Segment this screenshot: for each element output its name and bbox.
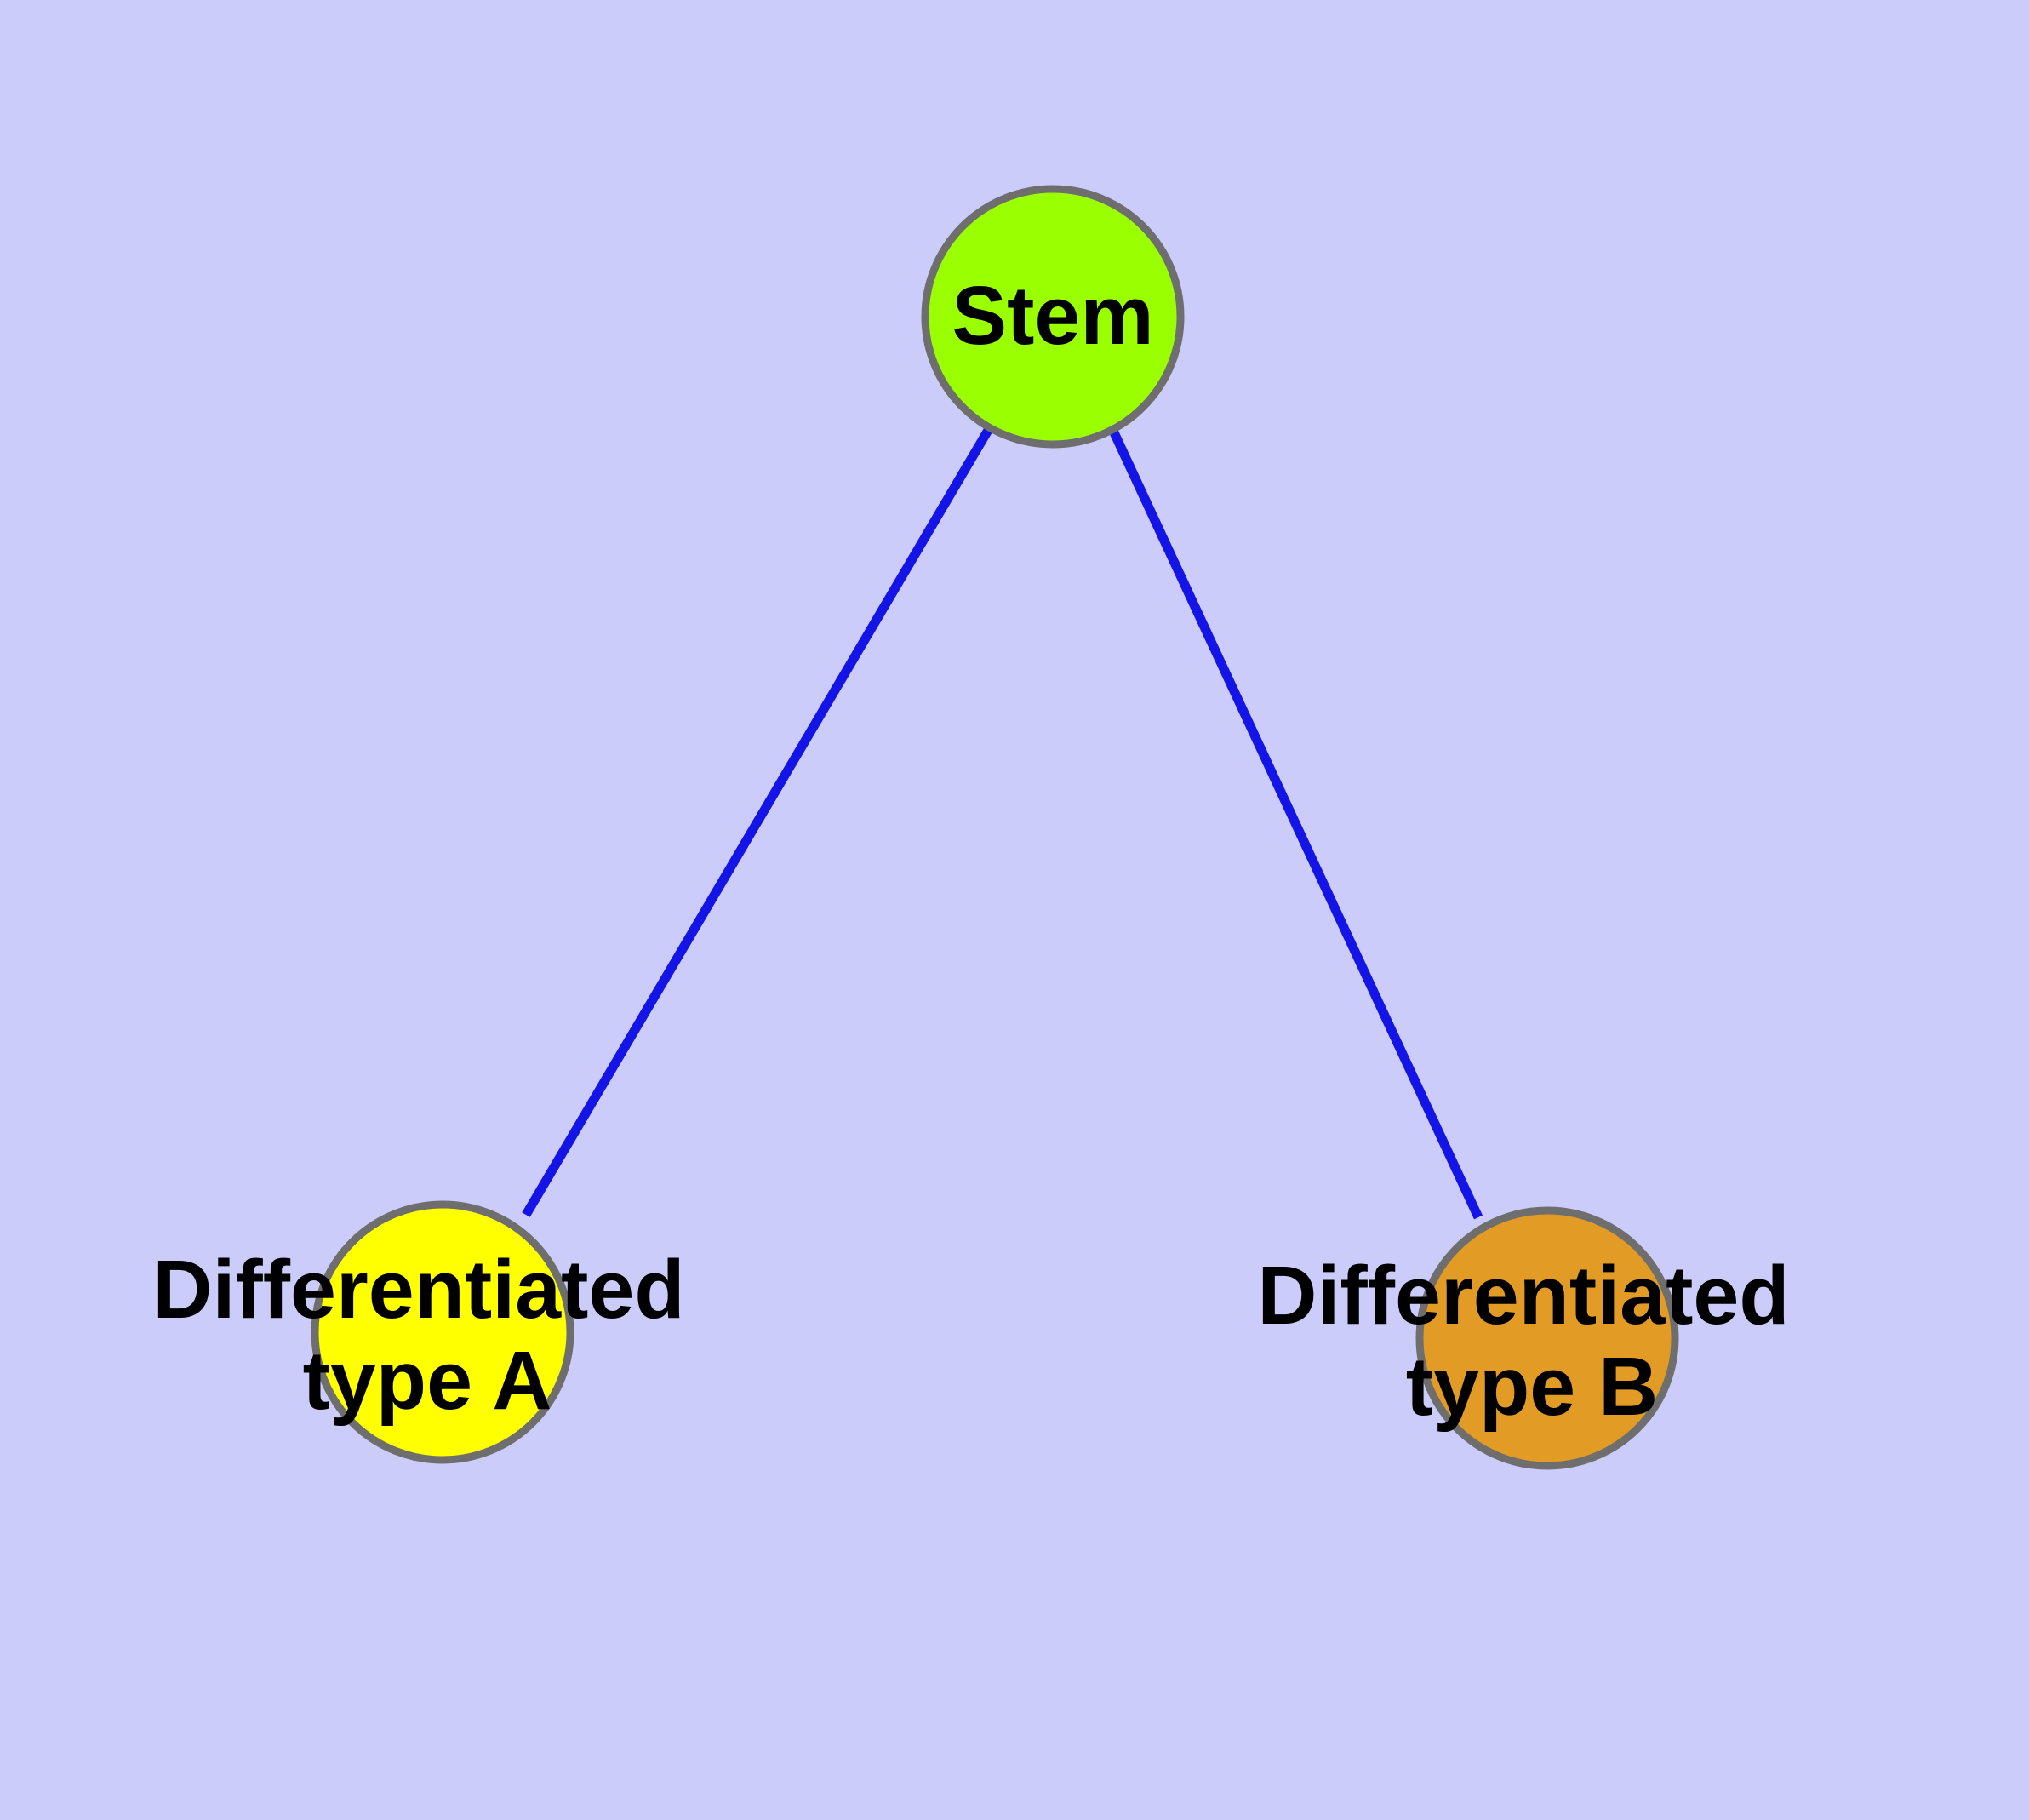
edge-stem-to-differentiated-type-a[interactable] xyxy=(522,425,994,1217)
node-group-differentiated-type-b[interactable] xyxy=(1415,1206,1679,1470)
node-group-stem[interactable] xyxy=(921,185,1185,449)
node-group-differentiated-type-a[interactable] xyxy=(311,1200,574,1464)
edge-stem-to-differentiated-type-b[interactable] xyxy=(1109,428,1483,1220)
node-label-stem: Stem xyxy=(952,269,1153,362)
node-circle-differentiated-type-b[interactable] xyxy=(1415,1206,1679,1470)
label-group: Stem Differentiated type A Differentiate… xyxy=(152,269,1789,1433)
node-circle-differentiated-type-a[interactable] xyxy=(311,1200,574,1464)
node-label-differentiated-type-b-line2: type B xyxy=(1406,1340,1658,1433)
node-label-differentiated-type-a-line1: Differentiated xyxy=(152,1243,684,1336)
node-label-differentiated-type-a-line2: type A xyxy=(303,1334,552,1427)
node-label-differentiated-type-b-line1: Differentiated xyxy=(1257,1249,1789,1342)
edge-group xyxy=(522,425,1483,1220)
node-circle-stem[interactable] xyxy=(921,185,1185,449)
